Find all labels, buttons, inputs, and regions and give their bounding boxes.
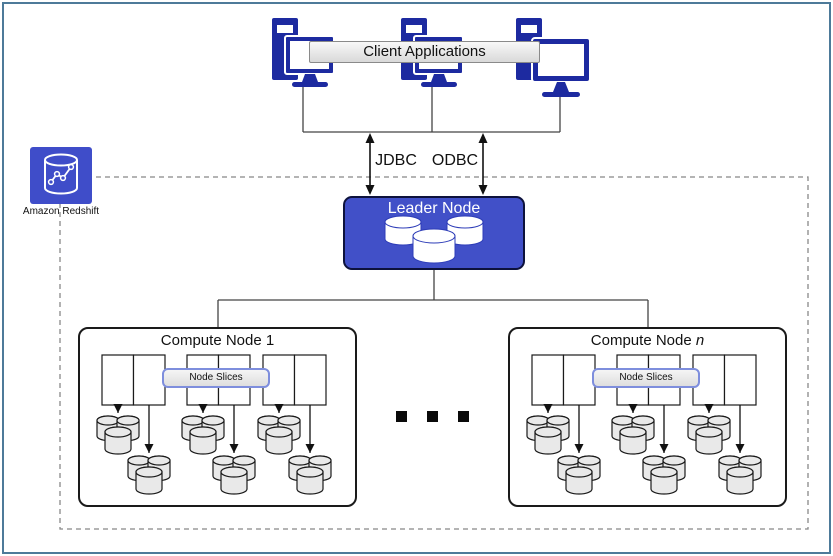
disk-cluster-icon — [288, 455, 332, 495]
database-cylinder-icon — [384, 215, 422, 246]
odbc-arrow — [478, 133, 488, 195]
disk-cluster-icon — [718, 455, 762, 495]
disk-cluster-icon — [127, 455, 171, 495]
leader-node-box: Leader Node — [343, 196, 525, 270]
client-computer-icon-3 — [516, 18, 591, 97]
cluster-dashed-boundary — [59, 176, 809, 530]
compute-node-title-suffix: n — [695, 332, 705, 349]
node-slices-label: Node Slices — [162, 368, 270, 388]
database-cylinder-icon — [412, 228, 456, 264]
ellipsis-dot — [427, 411, 438, 422]
slice-to-disk-arrows — [113, 403, 315, 453]
compute-node-1-title: Compute Node 1 — [80, 332, 355, 349]
disk-cluster-icon — [611, 415, 655, 455]
jdbc-label: JDBC — [375, 152, 417, 169]
disk-cluster-icon — [526, 415, 570, 455]
compute-node-title-prefix: Compute Node — [590, 332, 696, 349]
compute-node-1-internals — [96, 354, 332, 495]
leader-node-title: Leader Node — [387, 200, 481, 217]
client-connector-lines — [302, 84, 561, 133]
disk-cluster-icon — [557, 455, 601, 495]
redshift-database-glyph — [44, 153, 78, 195]
amazon-redshift-icon — [30, 147, 92, 204]
disk-cluster-icon — [642, 455, 686, 495]
compute-node-title-suffix: 1 — [265, 332, 275, 349]
leader-split-lines — [217, 270, 649, 327]
compute-node-n-internals — [526, 354, 762, 495]
disk-cluster-icon — [687, 415, 731, 455]
ellipsis-dot — [396, 411, 407, 422]
slice-to-disk-arrows — [543, 403, 745, 453]
leader-node-cylinders — [384, 215, 484, 264]
odbc-label: ODBC — [431, 152, 479, 169]
node-slices-label: Node Slices — [592, 368, 700, 388]
compute-node-n-title: Compute Node n — [510, 332, 785, 349]
client-applications-label: Client Applications — [309, 41, 540, 63]
compute-node-title-prefix: Compute Node — [160, 332, 266, 349]
amazon-redshift-label: Amazon Redshift — [22, 206, 100, 217]
compute-node-1-box: Compute Node 1 — [78, 327, 357, 507]
disk-cluster-icon — [181, 415, 225, 455]
compute-node-n-box: Compute Node n — [508, 327, 787, 507]
jdbc-arrow — [365, 133, 375, 195]
disk-cluster-icon — [96, 415, 140, 455]
disk-cluster-icon — [212, 455, 256, 495]
ellipsis-dot — [458, 411, 469, 422]
disk-cluster-icon — [257, 415, 301, 455]
